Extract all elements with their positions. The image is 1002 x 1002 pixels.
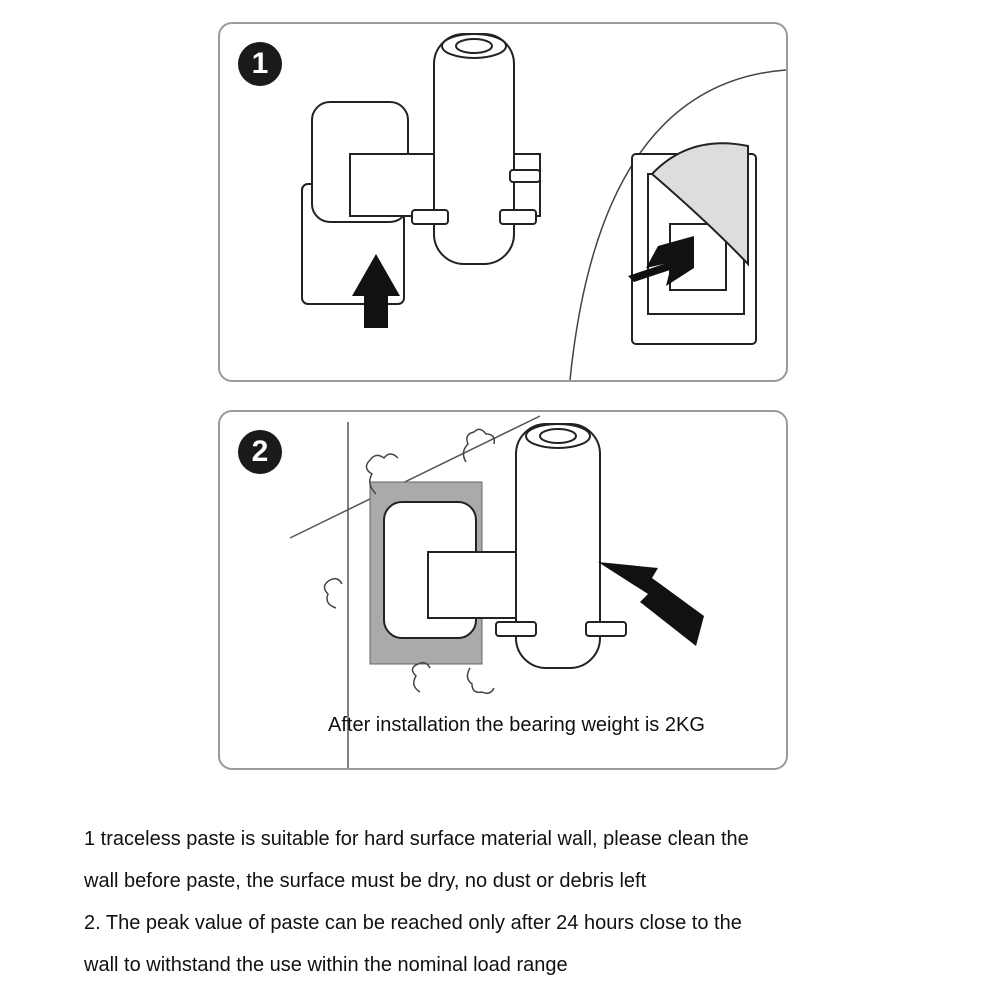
note-line: wall to withstand the use within the nom… — [84, 954, 568, 976]
arrow-left-icon — [628, 236, 694, 286]
step-number-badge: 1 — [238, 42, 282, 86]
step-number-badge: 2 — [238, 430, 282, 474]
note-line: 2. The peak value of paste can be reache… — [84, 912, 742, 934]
pressure-puff-icons — [323, 428, 496, 695]
note-line: 1 traceless paste is suitable for hard s… — [84, 828, 749, 850]
step-1-panel: 1 — [218, 22, 788, 382]
installation-notes: 1 traceless paste is suitable for hard s… — [84, 818, 964, 986]
step-2-caption: After installation the bearing weight is… — [328, 714, 705, 736]
note-line: wall before paste, the surface must be d… — [84, 870, 647, 892]
arrow-push-icon — [598, 562, 704, 646]
arrow-up-icon — [352, 254, 400, 328]
step-2-illustration — [289, 415, 704, 768]
step-1-illustration — [301, 33, 786, 380]
step-2-panel: 2 After installation the bearing weight … — [218, 410, 788, 770]
